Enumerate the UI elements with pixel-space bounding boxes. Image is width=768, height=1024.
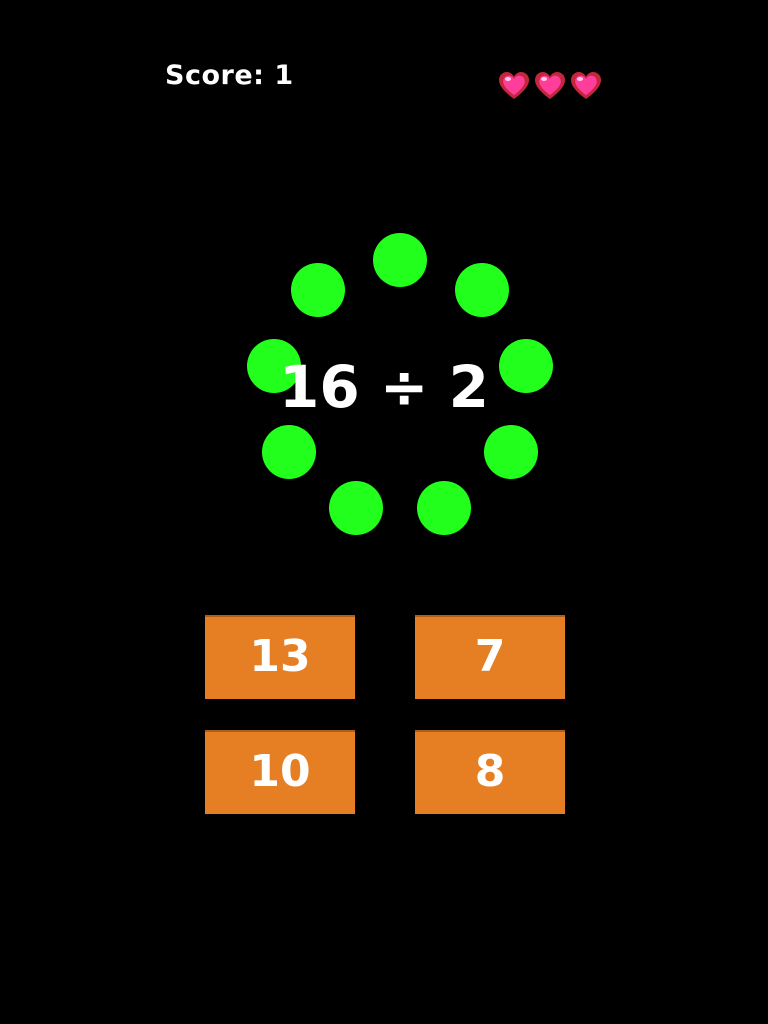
answer-button-2[interactable]: 7 <box>415 615 565 699</box>
score-label: Score: 1 <box>165 60 294 91</box>
heart-icon <box>499 72 529 99</box>
math-question: 16 ÷ 2 <box>278 353 490 421</box>
timer-dot <box>373 233 427 287</box>
timer-dot <box>483 425 538 479</box>
timer-dot <box>262 425 317 479</box>
timer-dot <box>416 481 471 536</box>
timer-dot <box>455 262 510 317</box>
answer-button-3[interactable]: 10 <box>205 730 355 814</box>
heart-icon <box>571 72 601 99</box>
timer-dot <box>329 481 384 536</box>
lives-indicator <box>497 70 603 102</box>
timer-dot <box>290 262 345 317</box>
answer-button-4[interactable]: 8 <box>415 730 565 814</box>
heart-icon <box>535 72 565 99</box>
answer-button-1[interactable]: 13 <box>205 615 355 699</box>
